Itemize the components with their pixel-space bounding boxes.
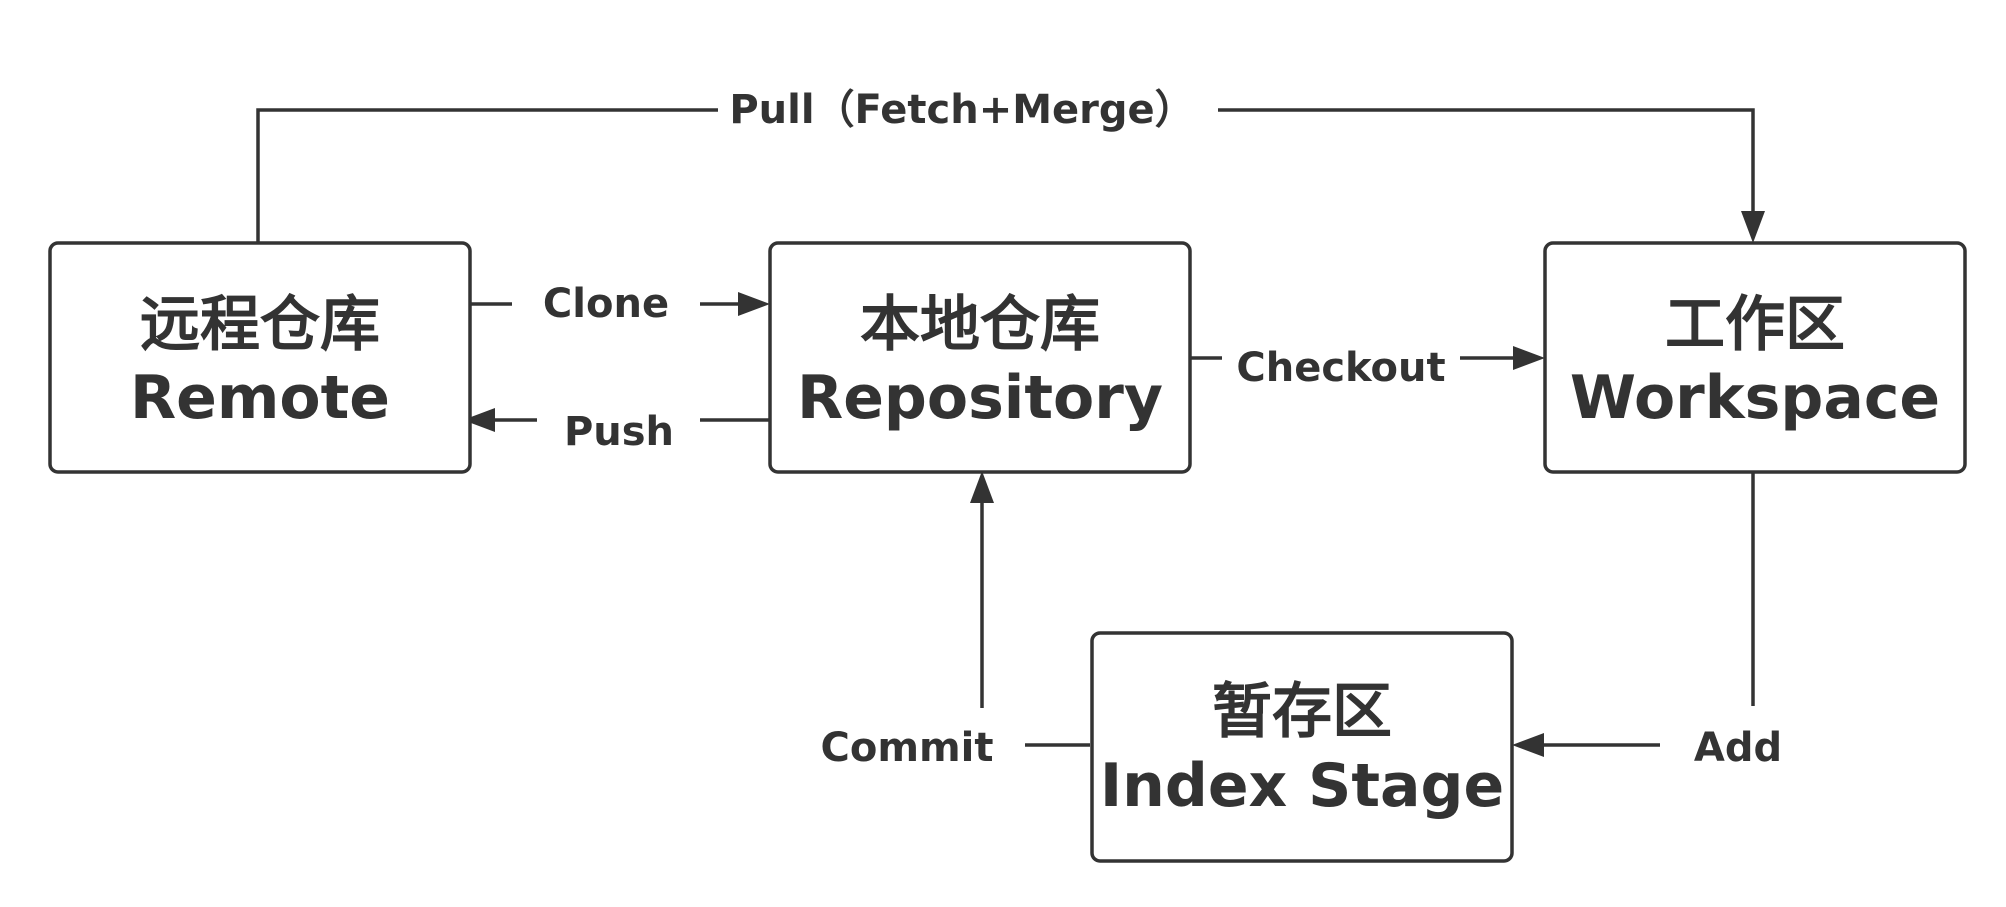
workspace-node-zh-label: 工作区	[1665, 290, 1845, 360]
push-edge-label: Push	[564, 409, 674, 455]
index-stage-node-en-label: Index Stage	[1100, 751, 1504, 821]
checkout-edge-label: Checkout	[1236, 345, 1445, 391]
clone-edge-label: Clone	[543, 281, 669, 327]
remote-node: 远程仓库 Remote	[48, 241, 472, 474]
add-arrowhead	[1512, 733, 1544, 757]
remote-node-en-label: Remote	[130, 363, 390, 433]
repository-node: 本地仓库 Repository	[768, 241, 1192, 474]
workspace-node-en-label: Workspace	[1570, 363, 1940, 433]
repository-node-en-label: Repository	[797, 363, 1163, 433]
pull-edge-line-right	[1218, 108, 1755, 218]
add-edge-label: Add	[1694, 725, 1782, 771]
commit-arrowhead	[970, 471, 994, 503]
clone-arrowhead	[738, 292, 770, 316]
index-stage-node: 暂存区 Index Stage	[1090, 631, 1514, 863]
workspace-node: 工作区 Workspace	[1543, 241, 1967, 474]
pull-edge-line-left	[256, 108, 718, 243]
push-arrowhead	[463, 408, 495, 432]
index-stage-node-zh-label: 暂存区	[1212, 677, 1392, 747]
checkout-arrowhead	[1513, 346, 1545, 370]
commit-edge-label: Commit	[820, 725, 993, 771]
pull-edge-label: Pull（Fetch+Merge）	[729, 87, 1194, 133]
repository-node-zh-label: 本地仓库	[860, 290, 1100, 360]
pull-arrowhead	[1741, 211, 1765, 243]
remote-node-zh-label: 远程仓库	[140, 290, 380, 360]
